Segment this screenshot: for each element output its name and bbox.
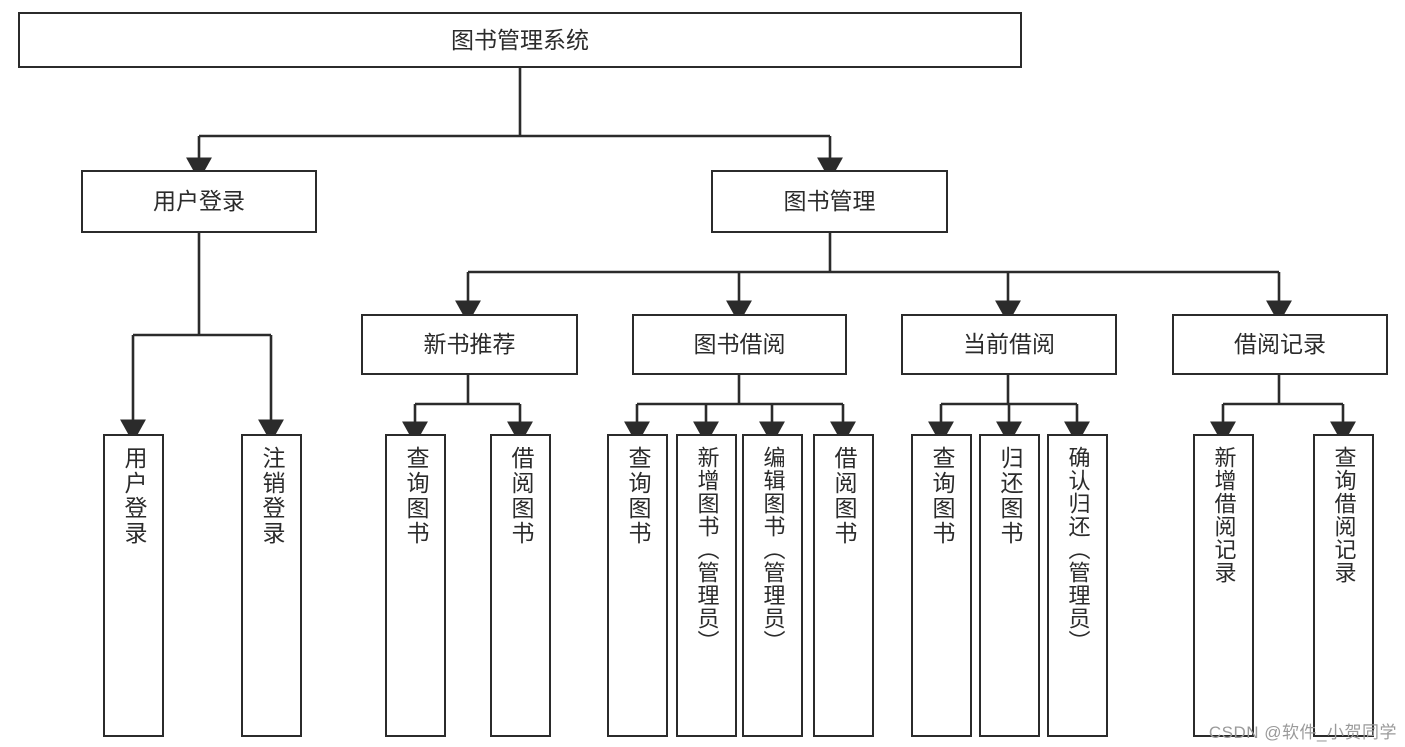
leaf-borrow-edit-book-admin[interactable]: 编辑图书（管理员） <box>742 434 803 737</box>
node-new-book-recommend[interactable]: 新书推荐 <box>361 314 578 375</box>
node-label: 注销登录 <box>259 446 285 546</box>
node-label: 编辑图书（管理员） <box>760 446 786 653</box>
leaf-borrow-query-books[interactable]: 查询图书 <box>607 434 668 737</box>
node-label: 查询借阅记录 <box>1331 446 1357 584</box>
node-label: 归还图书 <box>997 446 1023 546</box>
node-label: 查询图书 <box>625 446 651 546</box>
leaf-user-login[interactable]: 用户登录 <box>103 434 164 737</box>
node-book-management[interactable]: 图书管理 <box>711 170 948 233</box>
node-label: 确认归还（管理员） <box>1065 446 1091 653</box>
node-label: 借阅图书 <box>508 446 534 546</box>
node-label: 借阅图书 <box>831 446 857 546</box>
watermark-text: CSDN @软件_小贺同学 <box>1208 723 1397 742</box>
leaf-current-confirm-return-admin[interactable]: 确认归还（管理员） <box>1047 434 1108 737</box>
node-user-login[interactable]: 用户登录 <box>81 170 317 233</box>
leaf-logout[interactable]: 注销登录 <box>241 434 302 737</box>
node-book-borrow[interactable]: 图书借阅 <box>632 314 847 375</box>
node-label: 图书管理 <box>783 188 876 215</box>
node-label: 新书推荐 <box>423 331 516 358</box>
node-label: 用户登录 <box>153 188 245 215</box>
node-label: 查询图书 <box>403 446 429 546</box>
node-label: 新增图书（管理员） <box>694 446 720 653</box>
leaf-borrow-borrow-books[interactable]: 借阅图书 <box>813 434 874 737</box>
node-label: 图书管理系统 <box>451 26 589 53</box>
node-label: 当前借阅 <box>963 331 1055 358</box>
leaf-borrow-add-book-admin[interactable]: 新增图书（管理员） <box>676 434 737 737</box>
leaf-newbook-borrow-books[interactable]: 借阅图书 <box>490 434 551 737</box>
node-label: 查询图书 <box>929 446 955 546</box>
node-label: 用户登录 <box>121 446 147 546</box>
leaf-record-query-borrow-record[interactable]: 查询借阅记录 <box>1313 434 1374 737</box>
node-root-book-management-system[interactable]: 图书管理系统 <box>18 12 1022 68</box>
node-label: 新增借阅记录 <box>1211 446 1237 584</box>
leaf-current-query-books[interactable]: 查询图书 <box>911 434 972 737</box>
leaf-current-return-books[interactable]: 归还图书 <box>979 434 1040 737</box>
node-borrow-record[interactable]: 借阅记录 <box>1172 314 1388 375</box>
node-current-borrow[interactable]: 当前借阅 <box>901 314 1117 375</box>
leaf-record-add-borrow-record[interactable]: 新增借阅记录 <box>1193 434 1254 737</box>
node-label: 图书借阅 <box>693 331 786 358</box>
leaf-newbook-query-books[interactable]: 查询图书 <box>385 434 446 737</box>
node-label: 借阅记录 <box>1234 331 1326 358</box>
